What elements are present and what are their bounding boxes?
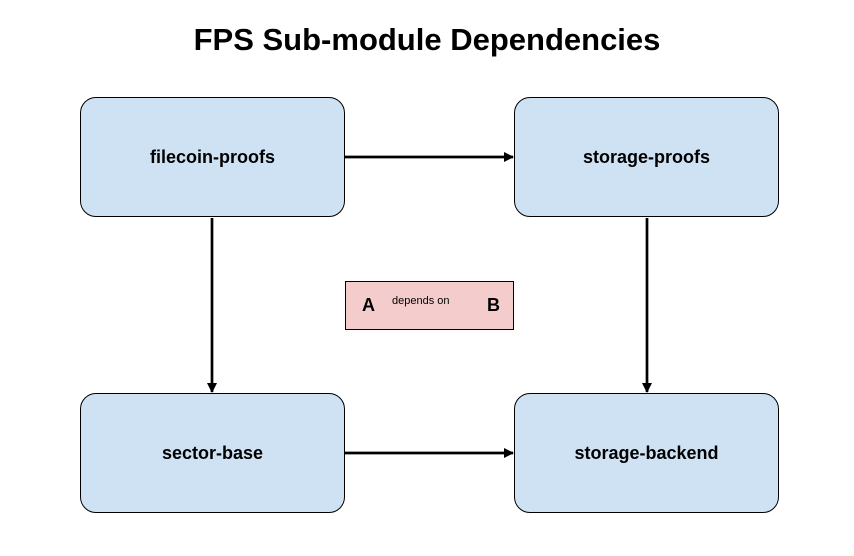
node-label: storage-backend xyxy=(574,442,719,463)
legend-from-label: A xyxy=(362,295,375,315)
diagram-title: FPS Sub-module Dependencies xyxy=(0,20,854,60)
title-bold-part: FPS xyxy=(193,22,254,57)
node-label: storage-proofs xyxy=(582,146,710,167)
node-storage-proofs: storage-proofs xyxy=(514,97,779,217)
legend-relation-label: depends on xyxy=(392,295,450,307)
node-label: sector-base xyxy=(161,442,264,463)
legend-to-label: B xyxy=(487,295,500,315)
node-label: filecoin-proofs xyxy=(150,146,275,167)
node-filecoin-proofs: filecoin-proofs xyxy=(80,97,345,217)
node-storage-backend: storage-backend xyxy=(514,393,779,513)
node-sector-base: sector-base xyxy=(80,393,345,513)
title-rest: Sub-module Dependencies xyxy=(253,22,661,57)
legend-box: A depends on B xyxy=(345,281,514,330)
